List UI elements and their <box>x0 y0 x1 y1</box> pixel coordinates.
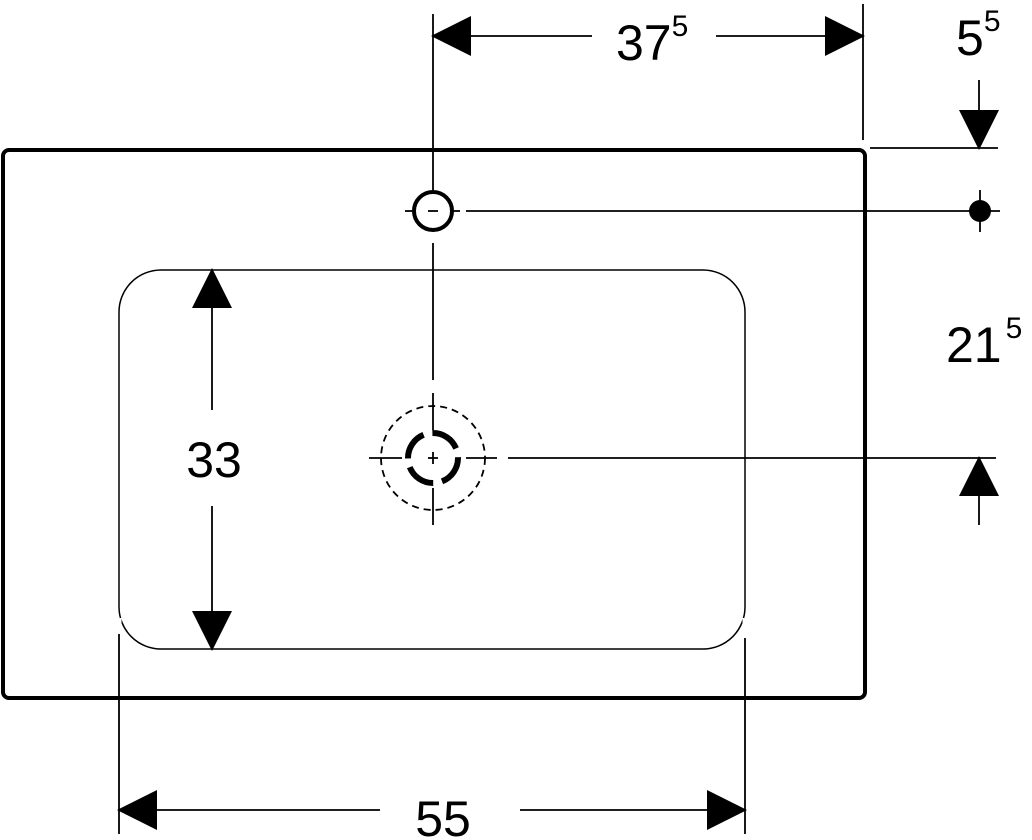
dim-label-37-5: 375 <box>616 10 688 71</box>
dim-21-5-sup: 5 <box>1006 312 1023 345</box>
dim-37-5-main: 37 <box>616 15 672 71</box>
dim-label-55: 55 <box>415 791 471 840</box>
dim-21-5-main: 21 <box>946 317 1002 373</box>
dim-37-5-sup: 5 <box>672 10 689 43</box>
dim-label-33: 33 <box>186 432 242 488</box>
dim-5-5-sup: 5 <box>984 5 1001 38</box>
basin-outline <box>1 148 867 700</box>
bowl-outline <box>118 269 746 650</box>
dim-label-5-5: 55 <box>956 5 1001 66</box>
dim-5-5-main: 5 <box>956 10 984 66</box>
drain-inner-icon <box>405 430 461 486</box>
